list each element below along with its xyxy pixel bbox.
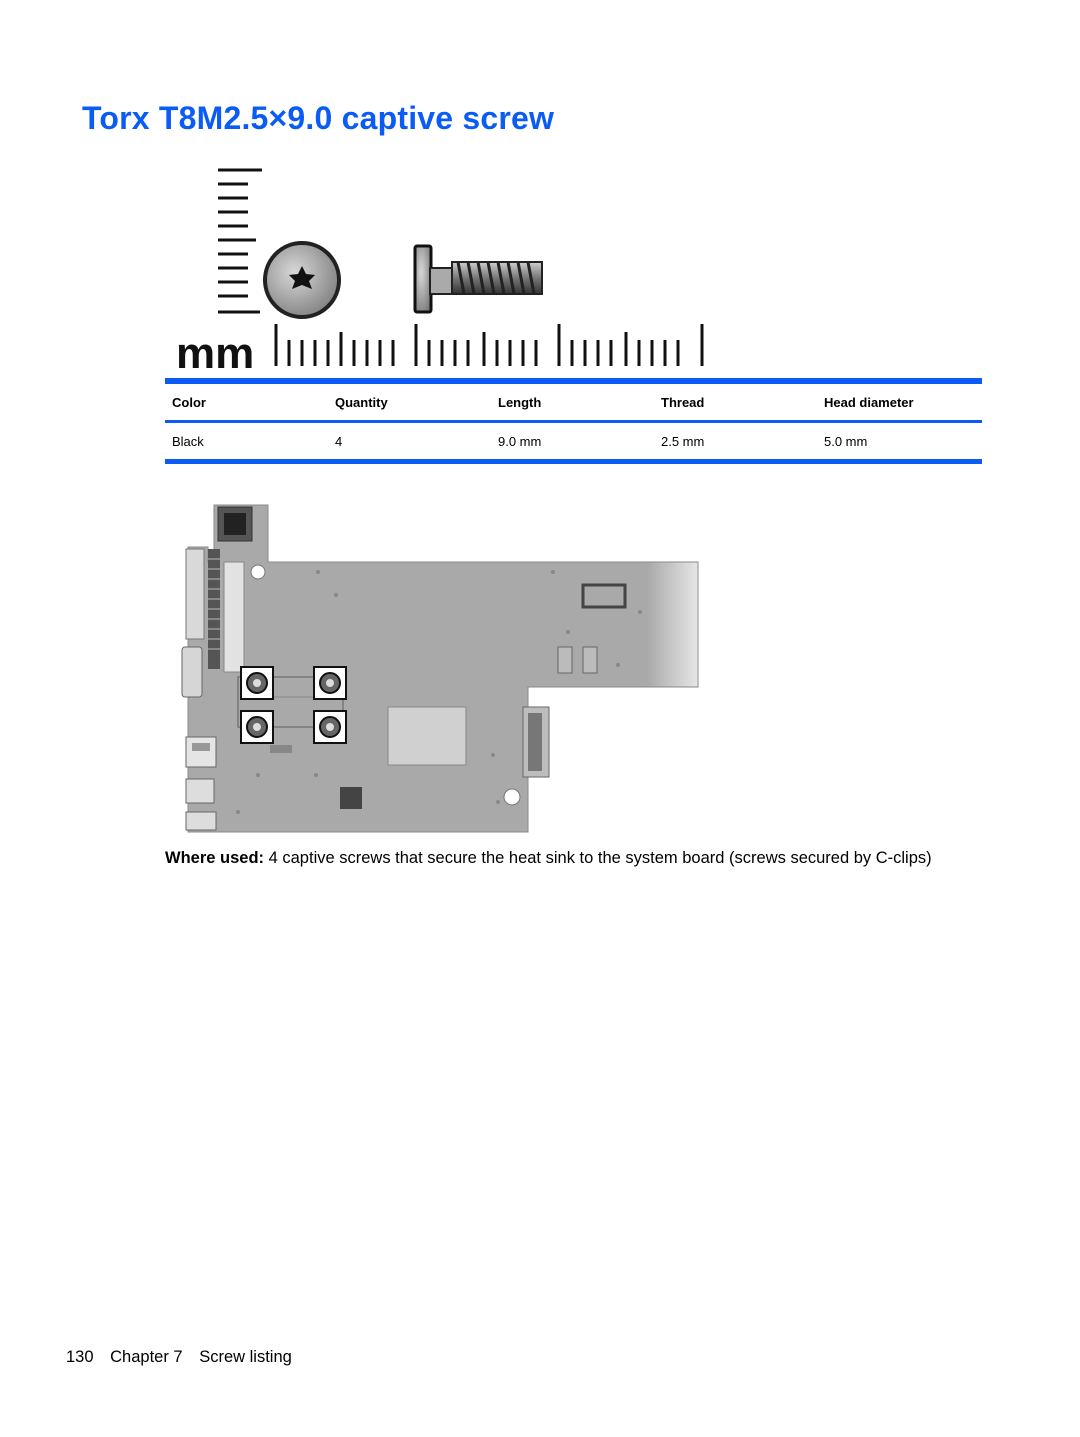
cell-color: Black (172, 433, 204, 449)
where-used-paragraph: Where used: 4 captive screws that secure… (165, 847, 980, 869)
header-color: Color (172, 394, 206, 410)
table-row: Black 4 9.0 mm 2.5 mm 5.0 mm (165, 423, 982, 459)
cell-head-diameter: 5.0 mm (824, 433, 868, 449)
spec-table: Color Quantity Length Thread Head diamet… (165, 378, 982, 464)
highlighted-screw-icon (240, 666, 274, 700)
table-header-row: Color Quantity Length Thread Head diamet… (165, 384, 982, 423)
torx-screw-head-icon (263, 241, 341, 319)
header-thread: Thread (661, 394, 705, 410)
header-length: Length (498, 394, 542, 410)
vertical-ruler-icon (218, 168, 262, 314)
cell-thread: 2.5 mm (661, 433, 705, 449)
header-head-diameter: Head diameter (824, 394, 914, 410)
page-title: Torx T8M2.5×9.0 captive screw (82, 100, 555, 136)
header-quantity: Quantity (335, 394, 388, 410)
section-label: Screw listing (199, 1348, 292, 1366)
unit-label: mm (176, 329, 254, 378)
chapter-label: Chapter 7 (110, 1348, 183, 1366)
cell-length: 9.0 mm (498, 433, 542, 449)
where-used-text: 4 captive screws that secure the heat si… (268, 849, 932, 867)
horizontal-ruler-icon (274, 324, 704, 366)
page-number: 130 (66, 1348, 94, 1366)
screw-figure: mm (176, 168, 704, 378)
system-board-figure (181, 504, 699, 833)
system-board-icon (181, 504, 699, 833)
screw-side-icon (413, 244, 543, 314)
where-used-label: Where used: (165, 849, 265, 867)
page-footer: 130 Chapter 7 Screw listing (66, 1348, 304, 1367)
highlighted-screw-icon (313, 710, 347, 744)
highlighted-screw-icon (313, 666, 347, 700)
cell-quantity: 4 (335, 433, 343, 449)
highlighted-screw-icon (240, 710, 274, 744)
